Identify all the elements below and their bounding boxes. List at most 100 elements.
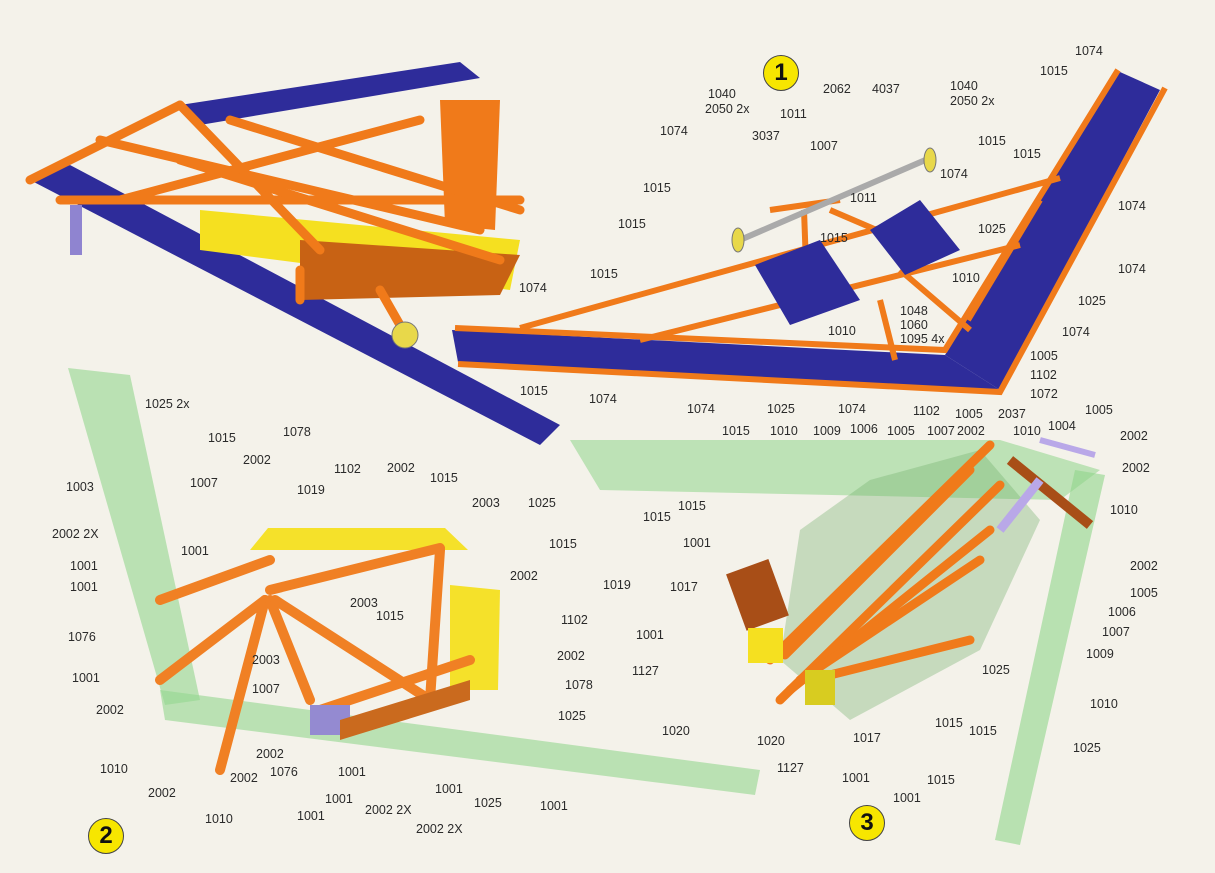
- step2-part-label: 1015: [208, 431, 236, 445]
- step2-part-label: 2003: [472, 496, 500, 510]
- step-1-badge: 1: [763, 55, 799, 91]
- step2-part-label: 1001: [181, 544, 209, 558]
- step2-part-label: 1076: [270, 765, 298, 779]
- step2-part-label: 2002: [148, 786, 176, 800]
- step1-part-label: 1074: [687, 402, 715, 416]
- step2-part-label: 2003: [350, 596, 378, 610]
- step1-part-label: 1015: [1013, 147, 1041, 161]
- step2-part-label: 1019: [603, 578, 631, 592]
- step1-part-label: 1015: [978, 134, 1006, 148]
- step3-part-label: 1007: [927, 424, 955, 438]
- step3-part-label: 1006: [850, 422, 878, 436]
- step2-part-label: 1003: [66, 480, 94, 494]
- step1-part-label: 2037: [998, 407, 1026, 421]
- step1-part-label: 2062: [823, 82, 851, 96]
- step3-part-label: 2002: [957, 424, 985, 438]
- step2-part-label: 1001: [435, 782, 463, 796]
- step1-part-label: 1007: [810, 139, 838, 153]
- step1-part-label: 1025: [1078, 294, 1106, 308]
- step1-part-label: 3037: [752, 129, 780, 143]
- step1-part-label: 1074: [940, 167, 968, 181]
- step1-assembly: [452, 68, 1168, 396]
- step3-part-label: 2002: [1130, 559, 1158, 573]
- step1-part-label: 2050 2x: [705, 102, 750, 116]
- step3-part-label: 1004: [1048, 419, 1076, 433]
- step1-part-label: 1010: [952, 271, 980, 285]
- step1-part-label: 1010: [828, 324, 856, 338]
- step2-part-label: 2002: [256, 747, 284, 761]
- step3-part-label: 1005: [887, 424, 915, 438]
- step1-part-label: 1025: [978, 222, 1006, 236]
- step2-part-label: 1025 2x: [145, 397, 190, 411]
- step1-part-label: 1072: [1030, 387, 1058, 401]
- step1-part-label: 1074: [1118, 262, 1146, 276]
- step1-part-label: 1074: [1075, 44, 1103, 58]
- step2-part-label: 2002: [510, 569, 538, 583]
- step3-part-label: 1015: [927, 773, 955, 787]
- step3-part-label: 1007: [1102, 625, 1130, 639]
- step1-part-label: 1060: [900, 318, 928, 332]
- step2-part-label: 1007: [252, 682, 280, 696]
- step2-part-label: 1015: [376, 609, 404, 623]
- step-3-badge: 3: [849, 805, 885, 841]
- step2-part-label: 2002: [243, 453, 271, 467]
- step1-part-label: 1074: [519, 281, 547, 295]
- step2-part-label: 1001: [325, 792, 353, 806]
- step3-part-label: 1015: [935, 716, 963, 730]
- step3-part-label: 1001: [842, 771, 870, 785]
- step2-part-label: 2003: [252, 653, 280, 667]
- step3-part-label: 1010: [770, 424, 798, 438]
- step2-part-label: 1001: [297, 809, 325, 823]
- finished-model: [25, 62, 560, 445]
- step1-part-label: 1074: [838, 402, 866, 416]
- step1-part-label: 1095 4x: [900, 332, 945, 346]
- step2-assembly: [68, 368, 760, 795]
- step2-part-label: 1078: [565, 678, 593, 692]
- step3-part-label: 1020: [662, 724, 690, 738]
- step2-part-label: 1010: [205, 812, 233, 826]
- step3-part-label: 1015: [969, 724, 997, 738]
- step3-part-label: 1020: [757, 734, 785, 748]
- step2-part-label: 1001: [70, 580, 98, 594]
- step-2-badge: 2: [88, 818, 124, 854]
- step3-part-label: 1127: [777, 761, 804, 775]
- step2-part-label: 1025: [558, 709, 586, 723]
- step1-part-label: 1015: [1040, 64, 1068, 78]
- step3-part-label: 1001: [636, 628, 664, 642]
- step1-part-label: 1074: [660, 124, 688, 138]
- step3-part-label: 1017: [670, 580, 698, 594]
- step3-part-label: 1009: [1086, 647, 1114, 661]
- step2-part-label: 1007: [190, 476, 218, 490]
- step2-part-label: 2002 2X: [52, 527, 99, 541]
- step3-part-label: 1025: [982, 663, 1010, 677]
- step2-part-label: 1025: [528, 496, 556, 510]
- step3-part-label: 1006: [1108, 605, 1136, 619]
- step2-part-label: 1076: [68, 630, 96, 644]
- step2-part-label: 2002: [557, 649, 585, 663]
- step2-part-label: 2002 2X: [416, 822, 463, 836]
- step3-part-label: 1009: [813, 424, 841, 438]
- step1-part-label: 1015: [643, 181, 671, 195]
- step1-part-label: 1015: [618, 217, 646, 231]
- step3-part-label: 1010: [1110, 503, 1138, 517]
- step3-part-label: 1025: [1073, 741, 1101, 755]
- step1-part-label: 1048: [900, 304, 928, 318]
- step3-part-label: 1015: [678, 499, 706, 513]
- step2-part-label: 1001: [72, 671, 100, 685]
- step3-part-label: 1001: [893, 791, 921, 805]
- step2-part-label: 1001: [540, 799, 568, 813]
- step2-part-label: 1015: [430, 471, 458, 485]
- step3-part-label: 1005: [1085, 403, 1113, 417]
- step2-part-label: 1025: [474, 796, 502, 810]
- step3-part-label: 1127: [632, 664, 659, 678]
- step2-part-label: 1010: [100, 762, 128, 776]
- step2-part-label: 2002: [387, 461, 415, 475]
- step1-part-label: 1005: [1030, 349, 1058, 363]
- step3-part-label: 1017: [853, 731, 881, 745]
- step1-part-label: 1074: [1062, 325, 1090, 339]
- step2-part-label: 1015: [549, 537, 577, 551]
- step2-part-label: 2002 2X: [365, 803, 412, 817]
- step2-part-label: 2002: [230, 771, 258, 785]
- step1-part-label: 1015: [520, 384, 548, 398]
